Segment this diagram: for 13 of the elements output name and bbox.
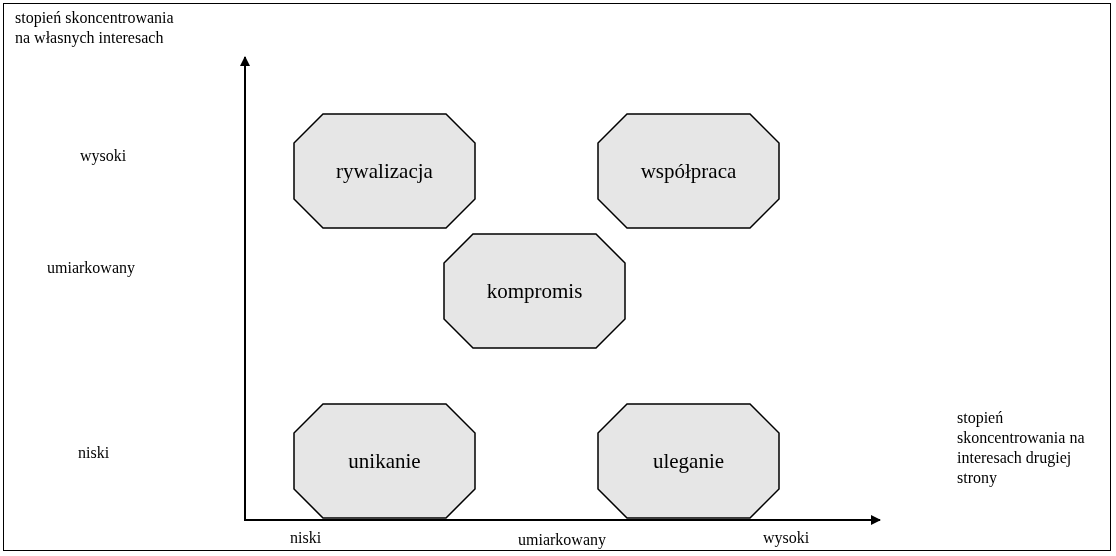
x-axis-tick-label: wysoki (763, 528, 810, 548)
y-axis-tick-label: niski (78, 443, 110, 463)
octagon-box: unikanie (293, 403, 476, 519)
x-axis-tick-label: umiarkowany (518, 530, 606, 550)
octagon-box: uleganie (597, 403, 780, 519)
y-axis-tick-label: wysoki (80, 146, 127, 166)
y-axis-tick-label: umiarkowany (47, 258, 135, 278)
octagon-box: rywalizacja (293, 113, 476, 229)
octagon-box: kompromis (443, 233, 626, 349)
x-axis-tick-label: niski (290, 528, 322, 548)
octagon-box: współpraca (597, 113, 780, 229)
x-axis-title: stopień skoncentrowania na interesach drugiej strony (957, 408, 1086, 488)
y-axis-title: stopień skoncentrowania na własnych interesach (15, 8, 175, 48)
